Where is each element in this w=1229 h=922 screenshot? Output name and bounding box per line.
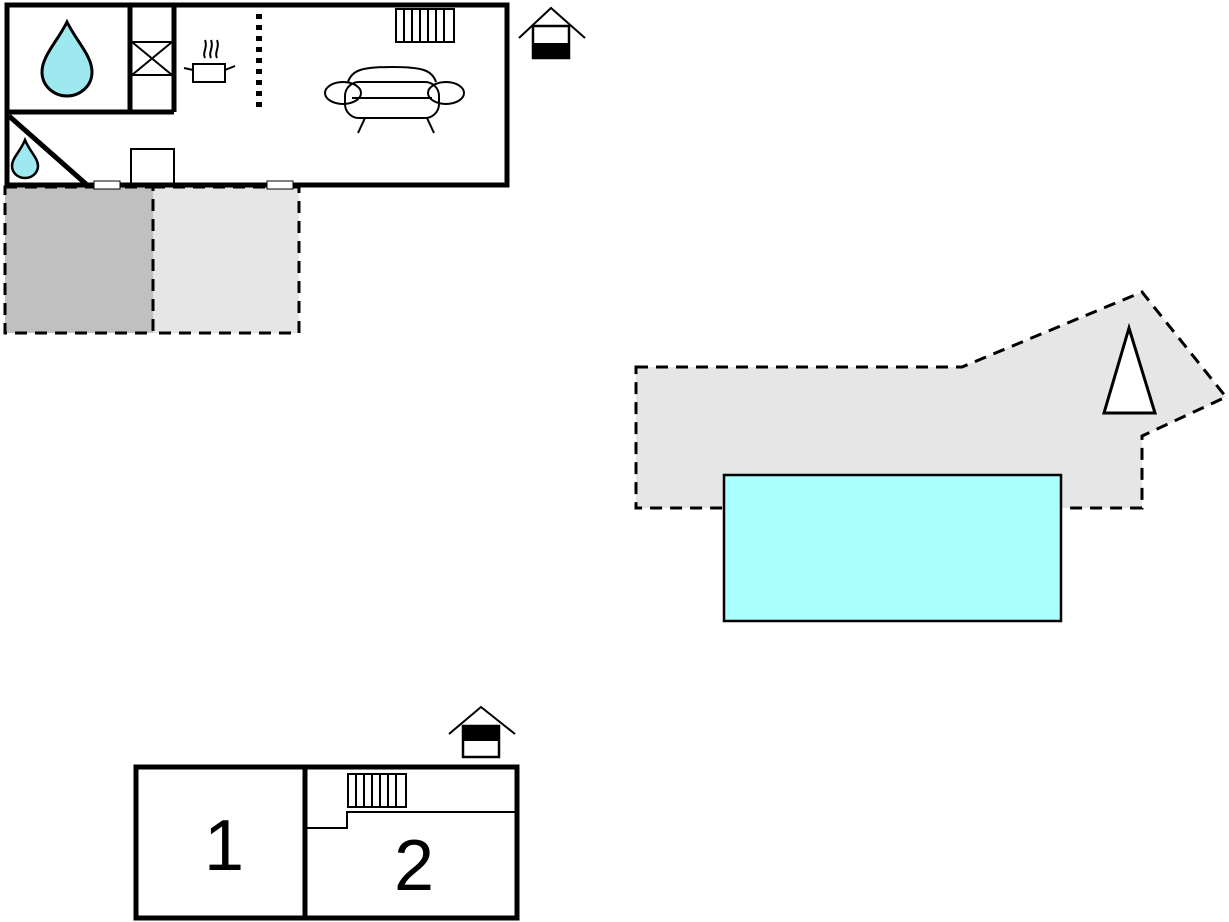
water-drop-icon — [40, 18, 94, 98]
door-opening — [93, 180, 121, 190]
door-opening — [266, 180, 294, 190]
radiator-icon — [347, 773, 407, 808]
ground-floor — [3, 2, 586, 335]
landing-wall — [305, 811, 517, 829]
room-2-label: 2 — [394, 826, 434, 906]
toilet-icon — [130, 148, 175, 183]
terrace-open — [151, 185, 301, 335]
shower-diagonal-wall — [7, 114, 88, 186]
cooking-pot-icon — [183, 39, 236, 83]
floor-level-icon — [448, 705, 516, 759]
radiator-icon — [395, 8, 455, 43]
outdoor-area — [634, 290, 1229, 623]
terrace-covered — [3, 185, 155, 335]
room-1-label: 1 — [204, 806, 244, 886]
parasol-icon — [1101, 322, 1158, 415]
ground-floor-outline — [4, 2, 510, 188]
floor-level-icon — [518, 6, 586, 60]
terrace-area — [634, 290, 1229, 510]
upper-floor: 1 2 — [133, 705, 520, 921]
upper-floor-outline — [133, 764, 520, 921]
pool-icon — [722, 473, 1063, 623]
sofa-icon — [324, 65, 465, 134]
water-drop-icon — [10, 136, 40, 180]
shaft-x — [130, 41, 174, 76]
